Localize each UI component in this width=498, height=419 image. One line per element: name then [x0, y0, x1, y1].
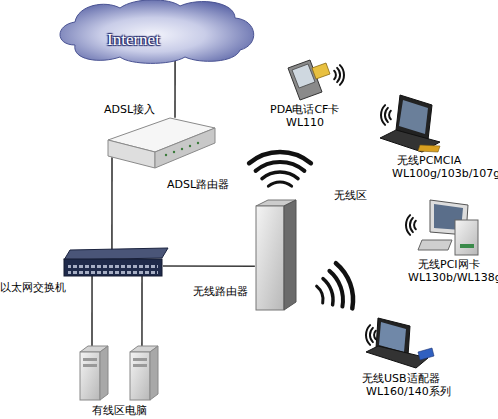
- device-label: 有线区电脑: [92, 404, 147, 417]
- wired-pc-towers-part: [83, 358, 97, 361]
- edge-label: ADSL接入: [104, 103, 155, 116]
- zone-label: 无线区: [334, 189, 367, 202]
- pda-node: PDA电话CF卡WL110: [284, 58, 332, 102]
- ethernet-switch-node: 以太网交换机: [64, 248, 166, 278]
- usb-laptop-node: 无线USB适配器WL160/140系列: [364, 316, 434, 372]
- wifi-signal-arcs-part: [336, 263, 353, 308]
- usb-laptop-device: [366, 318, 434, 368]
- pcmcia-laptop-device-part: [380, 130, 440, 152]
- adsl-router-device-part: [165, 154, 167, 156]
- wifi-signal-arcs-part: [334, 71, 336, 79]
- adsl-router-device-part: [189, 145, 191, 147]
- wifi-signal-arcs-part: [366, 325, 370, 345]
- device-label: 无线路由器: [193, 285, 248, 298]
- wired-pc-node: 有线区电脑: [74, 342, 164, 402]
- pcmcia-laptop-device-part: [399, 100, 428, 134]
- pda-device: [288, 60, 330, 100]
- wifi-signal-arcs-part: [337, 68, 340, 82]
- wifi-signal-arcs-part: [389, 111, 391, 119]
- wifi-signal-arcs-part: [323, 279, 333, 305]
- model-label: WL160/140系列: [366, 385, 451, 398]
- wifi-signal-arcs-part: [256, 162, 305, 171]
- device-label: ADSL路由器: [167, 178, 229, 191]
- pci-desktop-device-part: [418, 240, 452, 250]
- wired-pc-towers: [80, 346, 158, 400]
- wifi-signal-arcs-part: [370, 328, 373, 342]
- network-cable: [174, 57, 176, 118]
- wired-pc-towers-part: [133, 358, 147, 361]
- device-label: PDA电话CF卡: [270, 103, 339, 116]
- device-label: 无线PCMCIA: [397, 154, 461, 167]
- usb-laptop-device-part: [418, 348, 434, 360]
- wired-pc-towers-part: [100, 346, 108, 400]
- pci-desktop-device-part: [455, 220, 478, 255]
- pda-device-part: [312, 63, 330, 79]
- internet-cloud-part: [60, 0, 254, 63]
- adsl-router-device-part: [155, 128, 215, 168]
- wifi-signal-arcs-part: [385, 108, 388, 122]
- wifi-signal-arcs-part: [410, 218, 413, 232]
- device-label: 无线PCI网卡: [418, 258, 480, 271]
- pci-desktop-device-part: [460, 244, 474, 248]
- wired-pc-towers-part: [80, 352, 100, 400]
- pci-desktop-node: 无线PCI网卡WL130b/WL138g: [418, 196, 482, 256]
- wired-pc-towers-part: [133, 364, 147, 367]
- ethernet-switch-device: [64, 248, 168, 276]
- wifi-signal-arcs-part: [406, 215, 410, 235]
- adsl-router-device-part: [108, 140, 155, 168]
- network-cable: [91, 275, 93, 350]
- ethernet-switch-device-part: [64, 248, 168, 260]
- wired-pc-towers-part: [83, 364, 97, 367]
- wireless-router-node: 无线路由器: [254, 198, 298, 310]
- wireless-router-device-part: [256, 206, 284, 310]
- pcmcia-laptop-node: 无线PCMCIAWL100g/103b/107g: [378, 94, 446, 154]
- pcmcia-laptop-device-part: [418, 145, 440, 152]
- adsl-router-device-part: [173, 151, 175, 153]
- adsl-router-node: ADSL路由器: [105, 112, 217, 170]
- wifi-signal-arcs-part: [249, 152, 311, 163]
- wifi-signal-arcs-part: [329, 271, 343, 307]
- internet-cloud-node: Internet: [62, 2, 254, 62]
- model-label: WL130b/WL138g: [408, 271, 498, 284]
- pcmcia-laptop-device: [380, 95, 440, 152]
- wifi-signal-arcs-part: [317, 286, 323, 303]
- wireless-router-device: [256, 200, 296, 310]
- device-label: Internet: [107, 30, 160, 49]
- internet-cloud: [60, 0, 254, 63]
- wifi-signal-arcs-part: [414, 221, 416, 229]
- usb-laptop-device-part: [366, 346, 428, 368]
- wifi-signal-arcs-part: [381, 105, 385, 125]
- wired-pc-towers-part: [150, 346, 158, 400]
- network-cable: [163, 265, 255, 267]
- model-label: WL100g/103b/107g: [392, 167, 498, 180]
- wireless-router-device-part: [284, 200, 296, 310]
- device-label: 以太网交换机: [0, 281, 66, 294]
- wifi-signal-arcs: [249, 65, 416, 345]
- device-label: 无线USB适配器: [362, 372, 440, 385]
- adsl-router-device: [108, 118, 215, 168]
- wifi-signal-arcs-part: [262, 172, 298, 179]
- ethernet-switch-device-part: [68, 262, 158, 274]
- wifi-signal-arcs-part: [340, 65, 344, 85]
- wifi-signal-arcs-part: [374, 331, 376, 339]
- adsl-router-device-part: [181, 148, 183, 150]
- network-cable: [141, 275, 143, 350]
- pda-device-part: [292, 64, 315, 88]
- ethernet-switch-device-part: [64, 259, 162, 276]
- wifi-signal-arcs-part: [268, 182, 291, 186]
- adsl-router-device-part: [197, 142, 199, 144]
- wired-pc-towers-part: [130, 352, 150, 400]
- model-label: WL110: [286, 116, 324, 129]
- network-cable: [111, 157, 113, 254]
- pci-desktop-device: [418, 200, 478, 255]
